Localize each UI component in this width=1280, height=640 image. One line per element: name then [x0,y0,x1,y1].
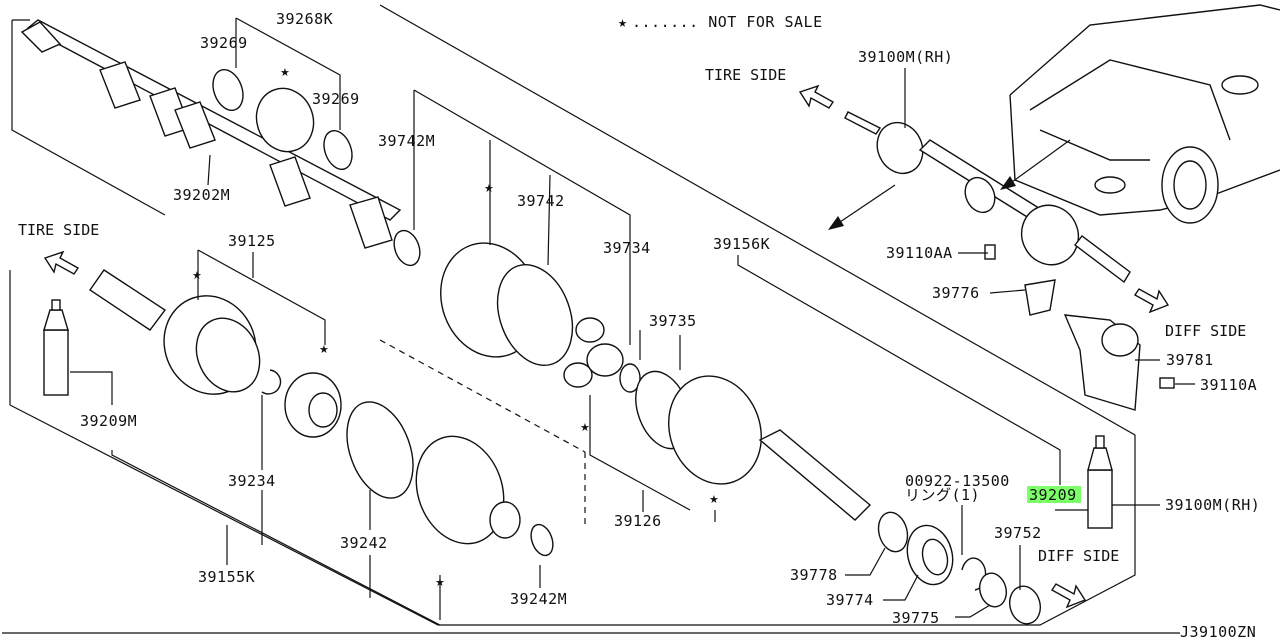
part-label-39778[interactable]: 39778 [790,566,838,584]
part-label-39269-b[interactable]: 39269 [312,90,360,108]
star-icon: ★ [280,66,290,79]
bearing-parts [877,511,1042,625]
part-label-39155K[interactable]: 39155K [198,568,255,586]
part-label-39269-a[interactable]: 39269 [200,34,248,52]
bearing-bracket [984,244,1175,411]
part-label-39752[interactable]: 39752 [994,524,1042,542]
outer-joint-assembly [89,269,342,438]
frame-lines [2,4,1180,634]
diagram-code: J39100ZN [1180,623,1256,640]
star-icon: ★ [435,576,445,589]
star-icon: ★ [319,343,329,356]
tire-side-label-left: TIRE SIDE [18,221,99,239]
tire-side-label-right: TIRE SIDE [705,66,786,84]
star-icon: ★ [580,421,590,434]
grease-tube-right [1087,435,1113,529]
part-label-39268K[interactable]: 39268K [276,10,333,28]
star-icon: ★ [192,269,202,282]
star-icon: ★ [709,493,719,506]
part-label-39209[interactable]: 39209 [1029,486,1077,504]
part-label-ring: リング(1) [905,486,980,504]
legend: ★ ....... NOT FOR SALE [618,13,823,31]
part-label-39100M-right[interactable]: 39100M(RH) [1165,496,1260,514]
outer-boot-lower [346,401,554,557]
vehicle-outline [1009,4,1280,224]
part-label-39242M[interactable]: 39242M [510,590,567,608]
legend-star-icon: ★ [618,13,628,31]
grease-tube-left [43,299,69,396]
diff-side-arrow-bottom-icon [1050,583,1087,609]
inner-joint-housing [635,370,872,521]
leader-lines [70,17,1195,626]
part-label-39202M[interactable]: 39202M [173,186,230,204]
legend-text: ....... NOT FOR SALE [632,13,823,31]
shaft-39202M [20,19,402,249]
star-icon: ★ [484,182,494,195]
part-label-39734[interactable]: 39734 [603,239,651,257]
part-label-39156K[interactable]: 39156K [713,235,770,253]
part-label-39776[interactable]: 39776 [932,284,980,302]
part-label-39234[interactable]: 39234 [228,472,276,490]
part-label-39242[interactable]: 39242 [340,534,388,552]
part-label-39126[interactable]: 39126 [614,512,662,530]
part-label-39774[interactable]: 39774 [826,591,874,609]
part-label-39110A[interactable]: 39110A [1200,376,1257,394]
diff-side-arrow-right-icon [1133,288,1170,314]
tripod-joint [563,317,641,393]
highlight-39209 [1027,486,1081,503]
direction-arrows [43,84,1170,609]
part-label-39125[interactable]: 39125 [228,232,276,250]
part-label-00922-13500[interactable]: 00922-13500 [905,472,1010,490]
boot-kit-39268K [212,68,353,171]
part-label-39110AA[interactable]: 39110AA [886,244,953,262]
part-label-39781[interactable]: 39781 [1166,351,1214,369]
part-label-39735[interactable]: 39735 [649,312,697,330]
assembled-driveshaft [844,111,1131,284]
part-label-39742[interactable]: 39742 [517,192,565,210]
part-label-39100M-top[interactable]: 39100M(RH) [858,48,953,66]
diff-side-label-bottom: DIFF SIDE [1038,547,1119,565]
part-label-39209M[interactable]: 39209M [80,412,137,430]
part-label-39775[interactable]: 39775 [892,609,940,627]
not-for-sale-stars: ★ ★ ★ ★ ★ ★ ★ [192,66,719,589]
inner-boot [393,229,574,367]
diff-side-label-right: DIFF SIDE [1165,322,1246,340]
tire-side-arrow-left-icon [43,250,80,275]
part-labels: 39268K 39269 39269 39202M 39742M 39742 3… [80,10,1260,627]
part-label-39742M[interactable]: 39742M [378,132,435,150]
tire-side-arrow-right-icon [798,84,835,109]
